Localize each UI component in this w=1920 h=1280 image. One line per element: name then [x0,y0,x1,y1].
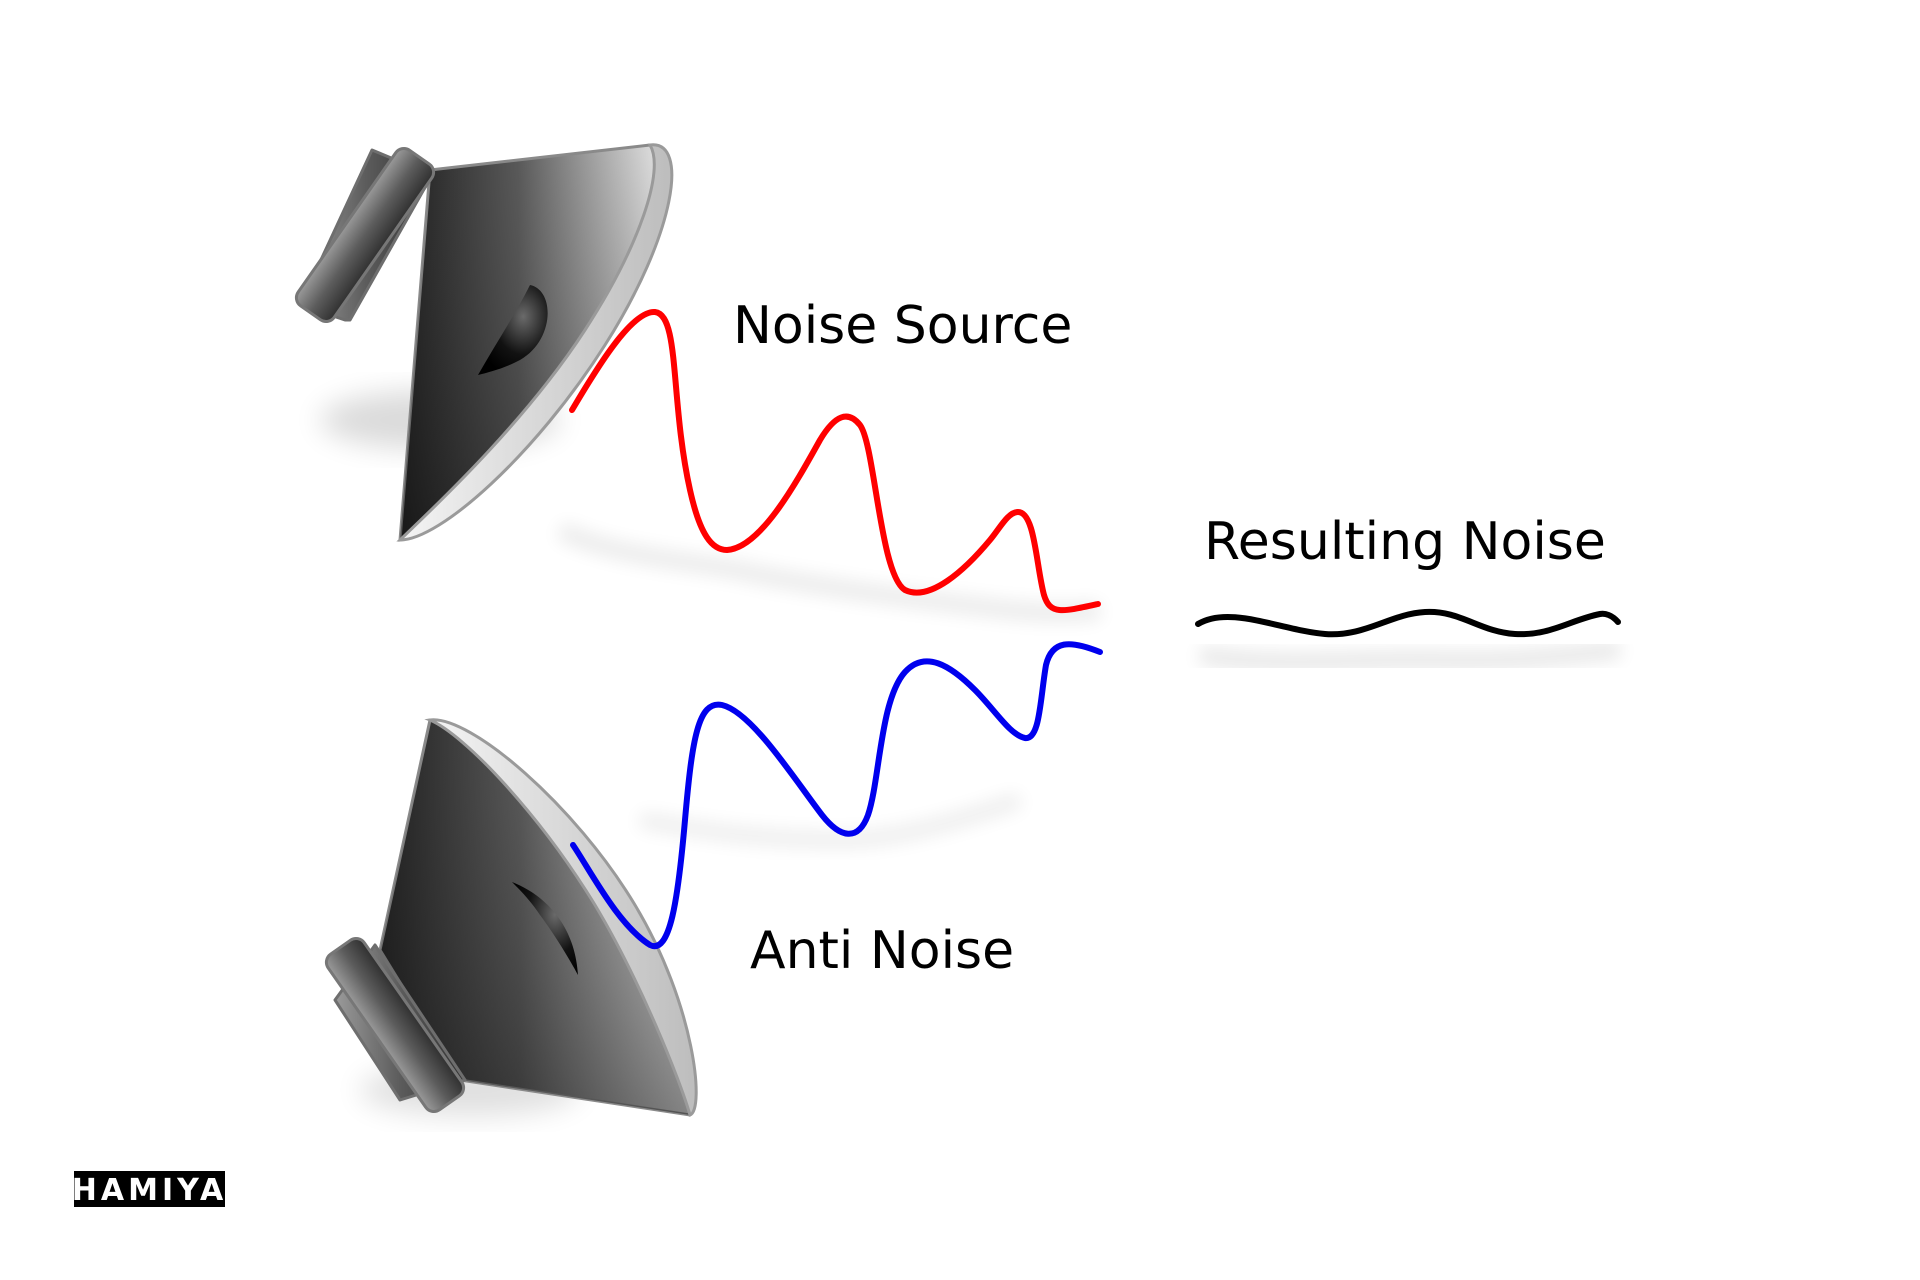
anti-noise-wave [570,641,1103,950]
bottom-speaker [324,718,698,1117]
resulting-wave [1195,608,1621,638]
resulting-noise-label: Resulting Noise [1204,512,1606,572]
noise-source-label: Noise Source [733,296,1072,356]
loudspeaker-icon [294,143,674,542]
anti-noise-label: Anti Noise [750,921,1014,981]
noise-wave [569,309,1101,614]
top-speaker [294,143,674,542]
loudspeaker-icon [324,718,698,1117]
logo-text: HAMIYA [72,1173,227,1208]
hamiya-logo: HAMIYA [72,1171,227,1208]
